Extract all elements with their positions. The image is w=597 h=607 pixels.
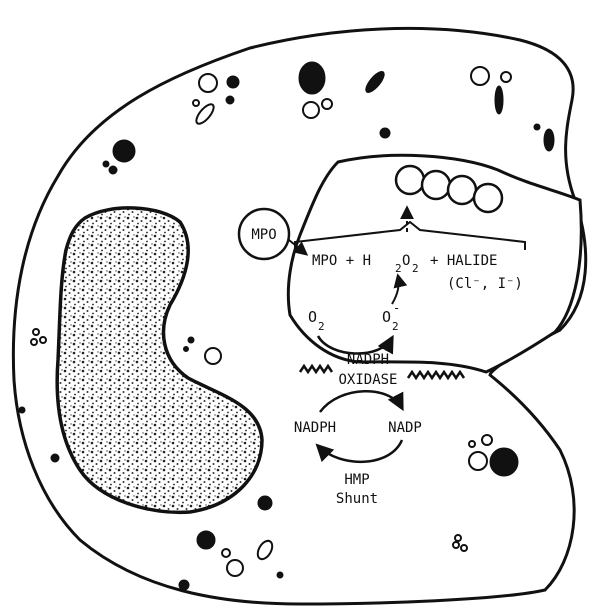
- superoxide-label: O: [382, 308, 391, 326]
- mpo-granule-label: MPO: [251, 227, 276, 243]
- nadph-oxidase-line2: OXIDASE: [338, 372, 397, 388]
- halide-ions: (Cl⁻, I⁻): [447, 276, 523, 292]
- nadp-label: NADP: [388, 420, 422, 436]
- superoxide-superscript: -: [393, 301, 400, 315]
- hmp-label: HMP: [344, 472, 369, 488]
- nadph-label: NADPH: [294, 420, 336, 436]
- superoxide-subscript: 2: [392, 320, 399, 333]
- oxygen-subscript: 2: [318, 320, 325, 333]
- nadph-oxidase-line1: NADPH: [347, 352, 389, 368]
- h2o2-subscript-b: 2: [412, 262, 419, 275]
- reaction-mpo-h: MPO + H: [312, 253, 371, 269]
- h2o2-subscript-a: 2: [395, 262, 402, 275]
- plus-halide: + HALIDE: [430, 253, 497, 269]
- oxygen-label: O: [308, 308, 317, 326]
- shunt-label: Shunt: [336, 491, 378, 507]
- h2o2-o: O: [402, 253, 410, 269]
